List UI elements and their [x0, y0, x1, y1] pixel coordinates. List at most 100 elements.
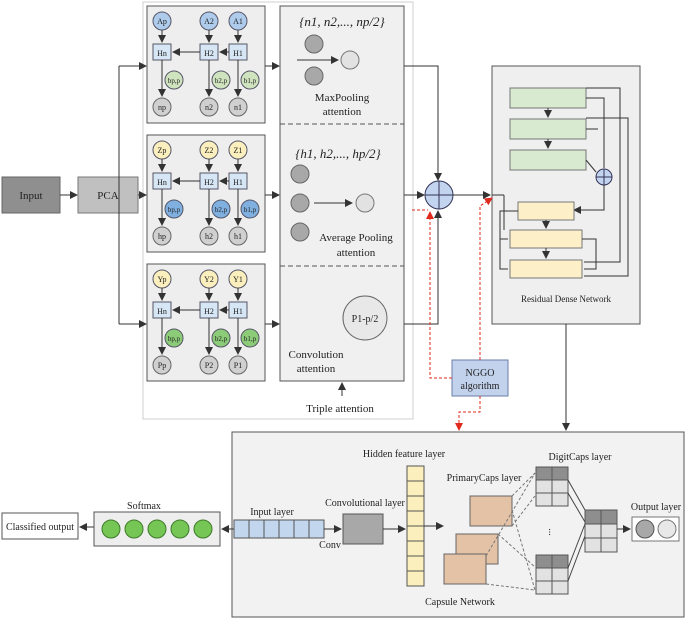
nggo-label: NGGO — [466, 368, 495, 379]
output-caps-cell — [584, 537, 602, 553]
conv-attention-node-label: P1-p/2 — [352, 314, 379, 325]
bias-node-label: b2,p — [215, 77, 228, 85]
rdn-dense-2 — [499, 239, 508, 270]
hidden-cell — [406, 570, 425, 587]
bias-node — [164, 328, 184, 348]
bias-node-label: b1,p — [244, 206, 257, 214]
hidden-cell — [406, 525, 425, 542]
digitcaps-cell — [535, 567, 553, 582]
digitcaps-cell — [551, 492, 569, 507]
output-node-label: P1 — [234, 361, 242, 370]
output-node — [152, 97, 172, 117]
nggo-to-sum-arrow — [426, 211, 452, 379]
hidden-state-label: H1 — [233, 49, 243, 58]
input-cell — [233, 519, 250, 539]
primarycaps-block-2-front — [443, 553, 487, 585]
avgpool-node-3 — [290, 222, 310, 242]
bias-node — [211, 70, 231, 90]
output-node-label: n2 — [205, 103, 213, 112]
pca-label: PCA — [97, 190, 118, 202]
output-caps-cell — [584, 509, 602, 525]
bias-node — [164, 199, 184, 219]
avgpool-node-2 — [290, 193, 310, 213]
avgpool-title: Average Pooling — [319, 232, 393, 244]
bias-node-label: b1,p — [244, 335, 257, 343]
hidden-cell — [406, 510, 425, 527]
rdn-outer-1 — [584, 87, 621, 263]
output-node — [152, 355, 172, 375]
hidden-state-label: H2 — [204, 307, 214, 316]
output-unit — [635, 519, 655, 539]
triple-attention-label: Triple attention — [306, 403, 374, 415]
rdn-outer-2 — [584, 117, 629, 277]
rdn-dense-1 — [499, 210, 518, 240]
maxpool-title2: attention — [323, 106, 362, 118]
bias-node — [240, 199, 260, 219]
conv-attention-node — [342, 295, 388, 341]
rdn-yellow-block-3 — [509, 259, 583, 279]
input-node-label: Yp — [157, 275, 166, 284]
bias-node — [240, 328, 260, 348]
output-caps-cell — [600, 537, 618, 553]
softmax-unit — [170, 519, 190, 539]
output-node — [199, 226, 219, 246]
maxpool-node-2 — [304, 66, 324, 86]
softmax-unit — [124, 519, 144, 539]
conv-to-sum-line — [404, 210, 442, 325]
input-node-label: Zp — [158, 146, 167, 155]
primarycaps-label: PrimaryCaps layer — [447, 473, 522, 484]
input-node-label: Z1 — [234, 146, 243, 155]
hidden-state-label: Hn — [157, 49, 167, 58]
softmax-unit — [147, 519, 167, 539]
digit-output-link — [567, 535, 586, 582]
output-node — [228, 97, 248, 117]
output-caps — [584, 509, 618, 553]
hidden-state-label: H2 — [204, 49, 214, 58]
hidden-cell — [406, 465, 425, 482]
input-cell — [293, 519, 310, 539]
digitcaps-cell — [551, 466, 569, 481]
hidden-cell — [406, 495, 425, 512]
digitcaps-cell — [551, 554, 569, 569]
output-node — [228, 355, 248, 375]
maxpool-node-1 — [304, 34, 324, 54]
bias-node-label: bp,p — [168, 335, 181, 343]
rdn-green-block-3 — [509, 149, 587, 171]
primarycaps-block-1 — [469, 495, 513, 527]
output-node-label: h1 — [234, 232, 242, 241]
input-cell — [278, 519, 295, 539]
primary-digit-link — [497, 533, 536, 568]
output-node — [199, 355, 219, 375]
digitcaps-cell — [535, 580, 553, 595]
input-node-label: Ap — [157, 17, 167, 26]
digit-output-link — [567, 523, 586, 569]
hidden-layer-label: Hidden feature layer — [363, 449, 446, 460]
primary-digit-link — [511, 509, 536, 591]
hidden-state-label: H1 — [233, 307, 243, 316]
output-node-label: P2 — [205, 361, 213, 370]
output-unit — [657, 519, 677, 539]
bias-node-label: b2,p — [215, 335, 228, 343]
rdn-green-block-2 — [509, 118, 587, 140]
bias-node-label: bp,p — [168, 77, 181, 85]
softmax-label: Softmax — [127, 501, 161, 512]
digit-to-output-lines — [567, 479, 586, 582]
primary-digit-link — [511, 495, 536, 527]
primary-to-digit-lines — [485, 472, 536, 591]
digit-output-link — [567, 492, 586, 523]
digitcaps-ellipsis: ... — [546, 528, 557, 536]
input-label: Input — [19, 190, 42, 202]
output-node-label: n1 — [234, 103, 242, 112]
output-layer-label: Output layer — [631, 502, 682, 513]
hidden-state-label: Hn — [157, 307, 167, 316]
output-caps-cell — [600, 509, 618, 525]
output-node-label: np — [158, 103, 166, 112]
rdn-dense-3 — [582, 238, 597, 270]
output-node — [228, 226, 248, 246]
classified-output-label: Classified output — [6, 522, 74, 533]
output-node-label: h2 — [205, 232, 213, 241]
